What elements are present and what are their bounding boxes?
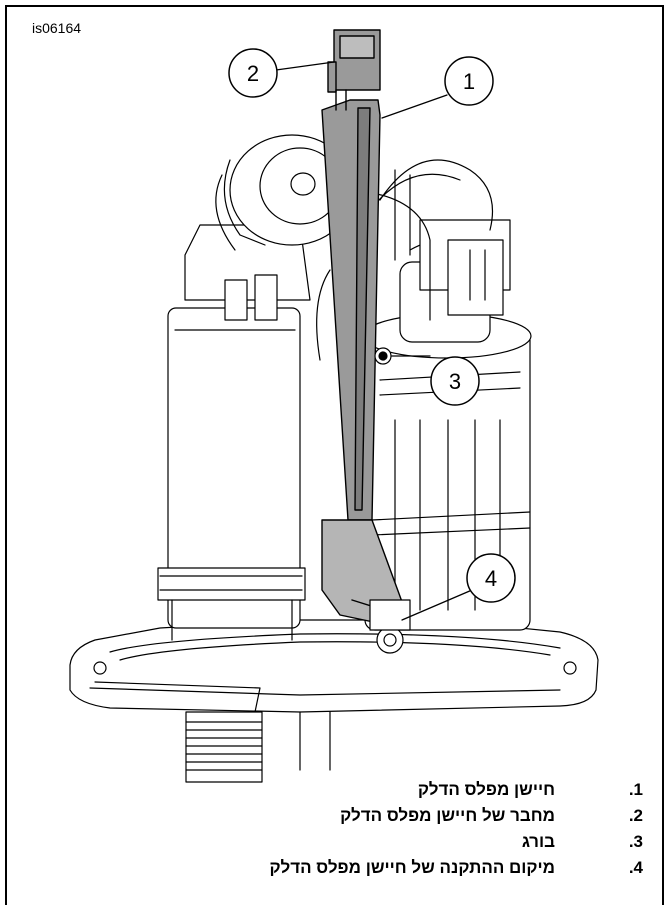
sensor-connector (327, 29, 381, 111)
sensor-screw (374, 347, 392, 365)
legend-number: .4 (628, 858, 643, 877)
legend-text: חיישן מפלס הדלק (417, 780, 555, 799)
callout-2: 2 (228, 48, 335, 98)
callout-4-label: 4 (485, 566, 497, 591)
legend-number: .2 (628, 806, 643, 825)
callout-1: 1 (381, 56, 494, 119)
figure-frame (5, 5, 664, 905)
legend-text: מחבר של חיישן מפלס הדלק (340, 806, 555, 825)
legend-item: .3 בורג (123, 832, 643, 858)
legend-number: .1 (628, 780, 643, 799)
legend-item: .4 מיקום ההתקנה של חיישן מפלס הדלק (123, 858, 643, 884)
installation-location-boss (369, 599, 411, 654)
motor-head (215, 134, 366, 251)
legend-item: .1 חיישן מפלס הדלק (123, 780, 643, 806)
legend-number: .3 (628, 832, 643, 851)
callout-2-label: 2 (247, 61, 259, 86)
pump-outlet-nozzle (185, 711, 331, 783)
callout-3: 3 (391, 355, 480, 406)
legend-text: בורג (521, 832, 555, 851)
figure-id: is06164 (32, 20, 82, 36)
fuel-filter-cylinder (157, 224, 311, 641)
callout-4: 4 (401, 553, 516, 621)
pump-base-flange (69, 619, 599, 713)
legend-text: מיקום ההתקנה של חיישן מפלס הדלק (269, 858, 555, 877)
legend-item: .2 מחבר של חיישן מפלס הדלק (123, 806, 643, 832)
callout-1-label: 1 (463, 69, 475, 94)
legend: .1 חיישן מפלס הדלק .2 מחבר של חיישן מפלס… (123, 780, 643, 884)
callout-3-label: 3 (449, 369, 461, 394)
fuel-pump-cylinder (362, 219, 532, 631)
